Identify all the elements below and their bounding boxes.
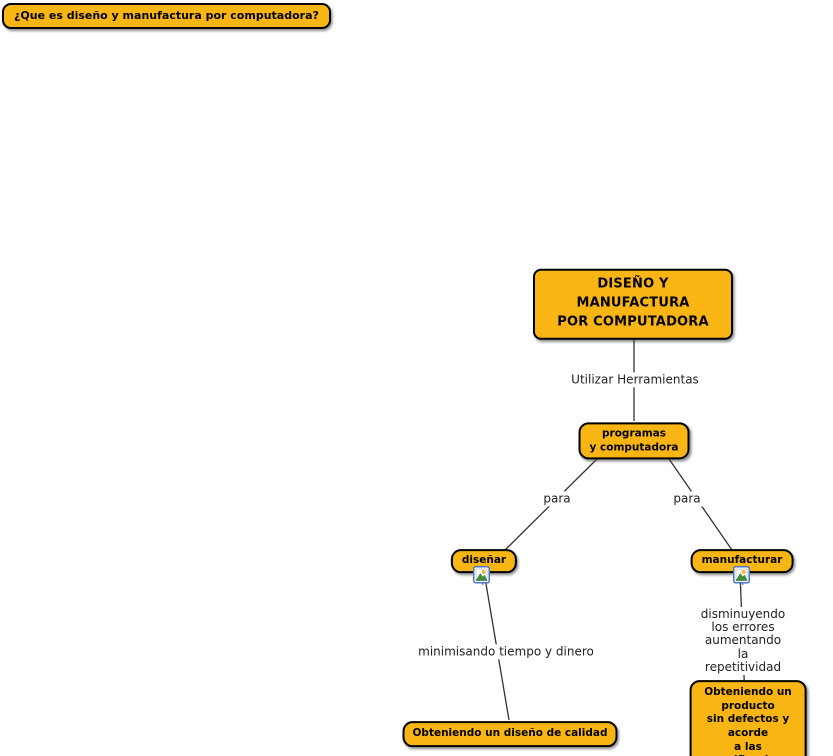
node-diseno-de-calidad[interactable]: Obteniendo un diseño de calidad xyxy=(402,721,618,747)
link-label-utilizar-herramientas[interactable]: Utilizar Herramientas xyxy=(568,372,702,388)
node-programas-y-computadora[interactable]: programas y computadora xyxy=(578,422,690,460)
image-resource-icon[interactable] xyxy=(733,566,750,586)
link-label-minimisando[interactable]: minimisando tiempo y dinero xyxy=(415,644,597,660)
node-main-topic[interactable]: DISEÑO Y MANUFACTURA POR COMPUTADORA xyxy=(533,268,733,340)
node-focus-question[interactable]: ¿Que es diseño y manufactura por computa… xyxy=(2,3,331,30)
node-manufacturar[interactable]: manufacturar xyxy=(690,549,794,573)
image-resource-icon[interactable] xyxy=(473,566,490,586)
link-label-para-right[interactable]: para xyxy=(670,491,704,507)
image-resource-icon-glyph xyxy=(733,566,750,586)
link-label-disminuyendo[interactable]: disminuyendo los errores aumentando la r… xyxy=(697,607,789,675)
image-resource-icon-glyph xyxy=(473,566,490,586)
node-disenar[interactable]: diseñar xyxy=(450,549,518,573)
node-producto-sin-defectos[interactable]: Obteniendo un producto sin defectos y ac… xyxy=(689,680,807,756)
link-label-para-left[interactable]: para xyxy=(540,491,574,507)
